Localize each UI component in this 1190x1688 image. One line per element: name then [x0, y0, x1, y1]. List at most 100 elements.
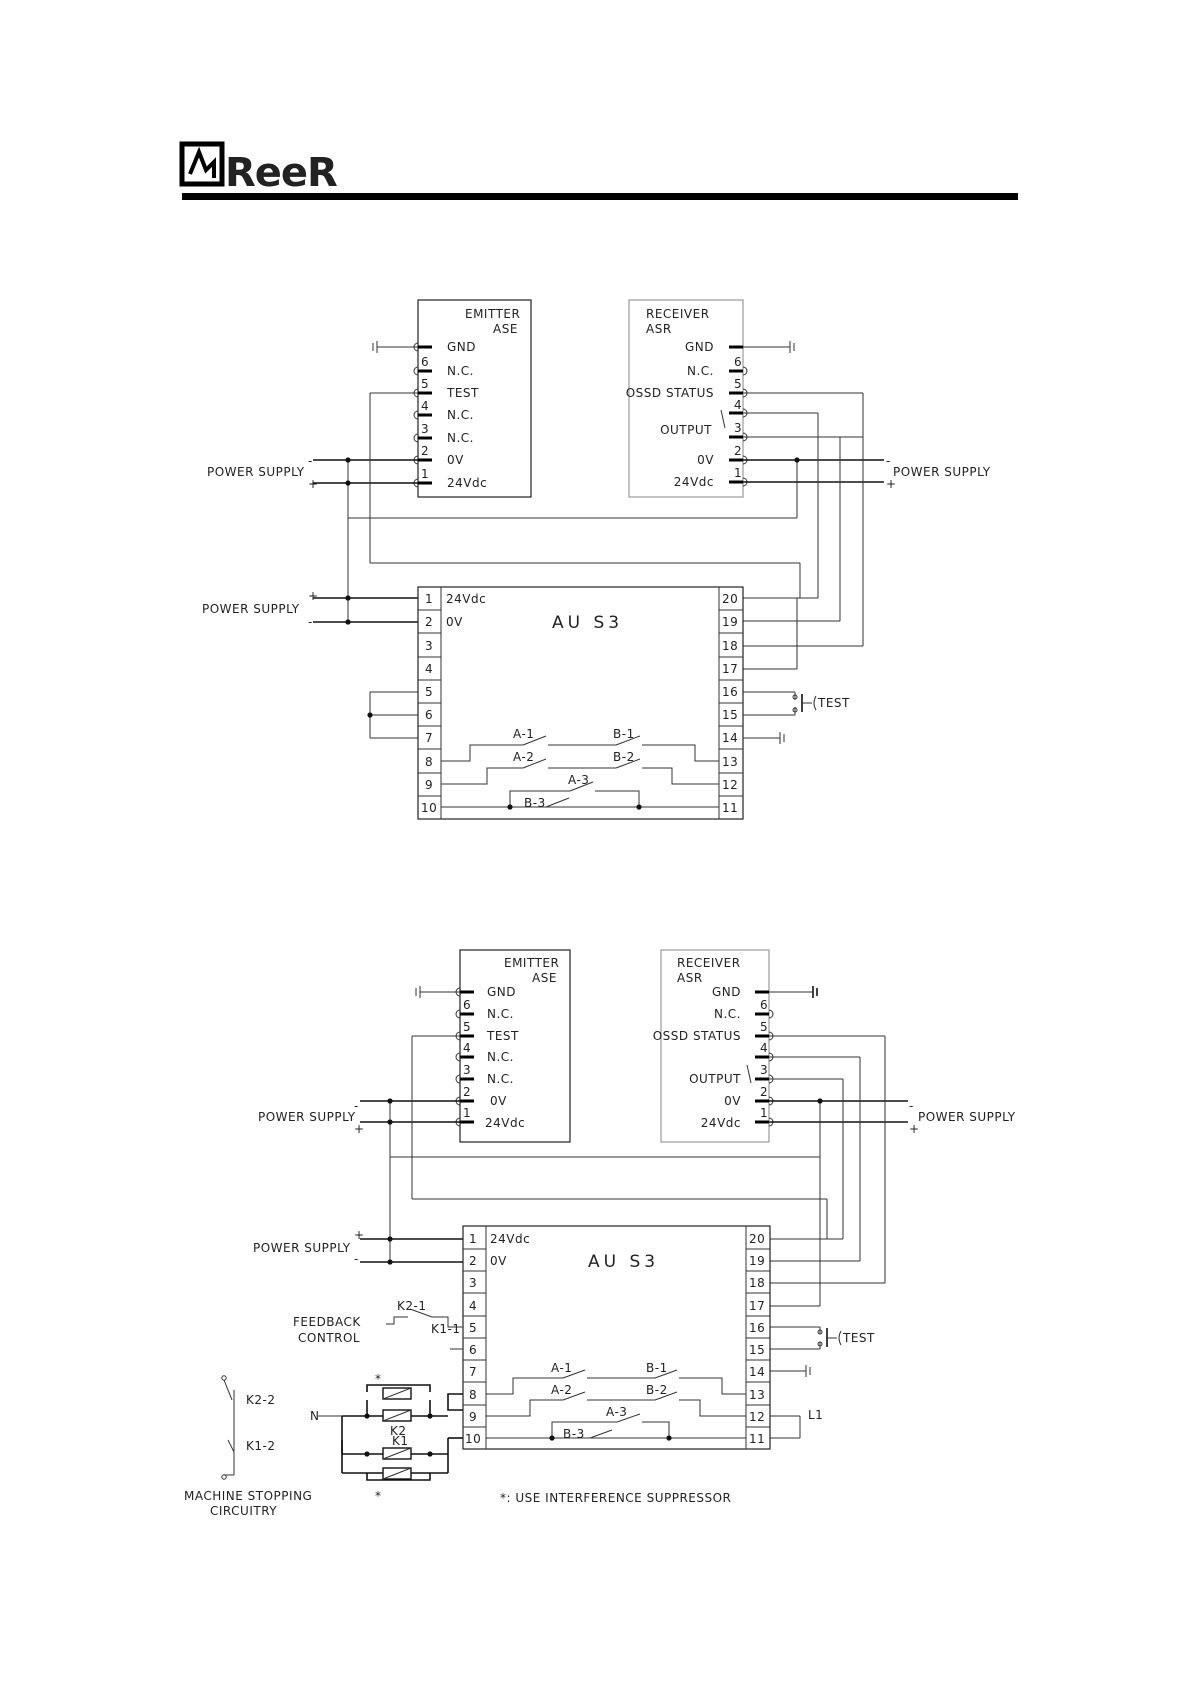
- receiver-title: RECEIVER: [677, 956, 741, 970]
- receiver-pin-label: 24Vdc: [674, 475, 714, 489]
- module-name: AU S3: [552, 613, 623, 633]
- emitter-pin-num: 5: [463, 1020, 471, 1034]
- contact-label: B-3: [524, 796, 546, 810]
- receiver-power-supply-label: POWER SUPPLY: [893, 465, 991, 479]
- receiver-pin-label: GND: [712, 985, 741, 999]
- test-label: TEST: [842, 1331, 875, 1345]
- terminal-number: 2: [469, 1254, 477, 1268]
- emitter-pin-label: TEST: [486, 1029, 519, 1043]
- terminal-number: 15: [749, 1343, 765, 1357]
- emitter-pin-labels: GND N.C. TEST N.C. N.C. 0V 24Vdc: [446, 340, 487, 490]
- receiver-pin-label: 24Vdc: [701, 1116, 741, 1130]
- emitter-pin-labels: GND N.C. TEST N.C. N.C. 0V 24Vdc: [485, 985, 525, 1130]
- terminal-number: 6: [425, 708, 433, 722]
- terminal-number: 17: [722, 662, 738, 676]
- junction-dot: [427, 1451, 433, 1457]
- emitter-pin-label: N.C.: [447, 364, 474, 378]
- junction-dot: [345, 619, 351, 625]
- contact-label: B-1: [646, 1361, 668, 1375]
- receiver-pin-label: OSSD STATUS: [653, 1029, 741, 1043]
- contact-label: A-1: [513, 727, 534, 741]
- t1-label: 24Vdc: [446, 592, 486, 606]
- t2-label: 0V: [490, 1254, 507, 1268]
- contact-label: A-2: [551, 1383, 572, 1397]
- junction-dot: [794, 457, 800, 463]
- terminal-number: 11: [749, 1432, 765, 1446]
- emitter-title: EMITTER: [504, 956, 559, 970]
- junction-dot: [427, 1413, 433, 1419]
- right-terminal-dividers: [746, 1248, 770, 1428]
- emitter-pin-sockets: [413, 342, 419, 488]
- receiver-pin-label: N.C.: [687, 364, 714, 378]
- receiver-power-supply-label: POWER SUPPLY: [918, 1110, 1016, 1124]
- terminal-number: 10: [465, 1432, 481, 1446]
- ps-minus: -: [308, 454, 313, 468]
- ps-minus: -: [354, 1252, 359, 1266]
- terminal-number: 3: [425, 639, 433, 653]
- ps-plus: +: [886, 477, 897, 491]
- ps-plus: +: [354, 1122, 365, 1136]
- machine-stopping-line1: MACHINE STOPPING: [184, 1489, 312, 1503]
- terminal-number: 11: [722, 801, 738, 815]
- wiring-lines-2: [360, 1035, 908, 1307]
- emitter-model: ASE: [493, 322, 518, 336]
- contact-label: B-1: [613, 727, 635, 741]
- emitter-box: [459, 949, 571, 1143]
- receiver-ground-icon: [743, 341, 795, 353]
- junction-dot: [507, 804, 513, 810]
- terminal-number: 15: [722, 708, 738, 722]
- test-pushbutton: [743, 691, 817, 716]
- reer-logo-icon: [179, 141, 225, 187]
- n-label: N: [310, 1409, 319, 1423]
- junction-dot: [666, 1435, 672, 1441]
- emitter-pin-num: 4: [421, 399, 429, 413]
- junction-dot: [387, 1236, 393, 1242]
- contact-label: A-1: [551, 1361, 572, 1375]
- junction-dot: [367, 712, 373, 718]
- terminal-number: 5: [425, 685, 433, 699]
- machine-stopping-contacts: [221, 1375, 235, 1480]
- emitter-box: [417, 299, 532, 498]
- contact-label: B-3: [563, 1427, 585, 1441]
- receiver-pin-num: 4: [760, 1041, 768, 1055]
- terminal-number: 20: [749, 1232, 765, 1246]
- receiver-pin-num: 5: [760, 1020, 768, 1034]
- junction-dot: [364, 1451, 370, 1457]
- header-logo: ReeR: [179, 141, 338, 196]
- suppressor-asterisk-top: *: [375, 1372, 382, 1386]
- wiring-lines-1: [313, 392, 884, 670]
- emitter-pin-label: N.C.: [487, 1050, 514, 1064]
- emitter-power-supply-label: POWER SUPPLY: [207, 465, 305, 479]
- receiver-pin-label: 0V: [724, 1094, 741, 1108]
- receiver-pin-label: OSSD STATUS: [626, 386, 714, 400]
- test-pushbutton: [770, 1326, 842, 1350]
- right-terminal-numbers: 20 19 18 17 16 15 14 13 12 11: [722, 592, 738, 815]
- ps-plus: +: [308, 589, 319, 603]
- terminal-number: 10: [421, 801, 437, 815]
- emitter-pin-num: 6: [463, 998, 471, 1012]
- emitter-pin-num: 2: [463, 1085, 471, 1099]
- receiver-pin-bars: [755, 990, 769, 1124]
- emitter-pin-num: 1: [463, 1106, 471, 1120]
- module-name: AU S3: [588, 1252, 659, 1272]
- junction-dot: [364, 1413, 370, 1419]
- emitter-pin-label: 0V: [490, 1094, 507, 1108]
- terminal-14-ground-icon: [770, 1365, 811, 1377]
- receiver-ground-icon: [769, 986, 818, 998]
- feedback-label-line1: FEEDBACK: [293, 1315, 361, 1329]
- emitter-pin-label: 24Vdc: [485, 1116, 525, 1130]
- terminal-number: 3: [469, 1276, 477, 1290]
- emitter-pin-bars: [460, 990, 474, 1124]
- receiver-pin-num: 2: [734, 444, 742, 458]
- terminal-number: 7: [425, 731, 433, 745]
- terminal-number: 16: [749, 1321, 765, 1335]
- receiver-pin-num: 5: [734, 377, 742, 391]
- k2-1-label: K2-1: [397, 1299, 426, 1313]
- emitter-pin-label: N.C.: [447, 431, 474, 445]
- receiver-pin-num: 6: [760, 998, 768, 1012]
- terminal-14-ground-icon: [743, 732, 785, 744]
- relay-contacts-2: [486, 1369, 746, 1439]
- terminal-number: 2: [425, 615, 433, 629]
- wiring-diagram-1: EMITTER ASE 6 5 4 3 2 1: [202, 299, 991, 820]
- emitter-pin-numbers: 6 5 4 3 2 1: [463, 998, 471, 1120]
